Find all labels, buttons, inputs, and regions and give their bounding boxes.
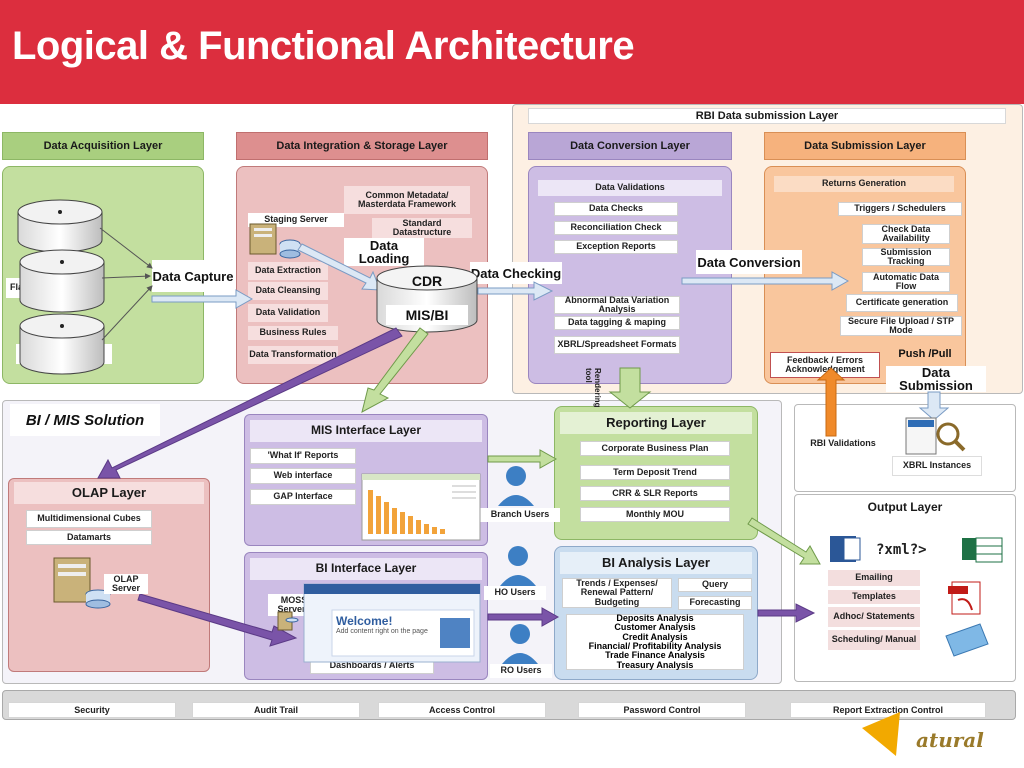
sub-secure-upload: Secure File Upload / STP Mode [840, 316, 962, 336]
mis-interface-header: MIS Interface Layer [250, 420, 482, 442]
analysis-query: Query [678, 578, 752, 592]
mis-item-gap: GAP Interface [250, 489, 356, 505]
data-conversion-label: Data Conversion [696, 250, 802, 274]
conv-data-validations: Data Validations [538, 180, 722, 196]
conv-exception: Exception Reports [554, 240, 678, 254]
submission-header: Data Submission Layer [764, 132, 966, 160]
reporting-item-mou: Monthly MOU [580, 507, 730, 522]
rbi-validations-label: RBI Validations [796, 436, 890, 451]
conv-data-checks: Data Checks [554, 202, 678, 216]
data-cleansing: Data Cleansing [248, 282, 328, 300]
reporting-header: Reporting Layer [560, 412, 752, 434]
sub-check-data: Check Data Availability [862, 224, 950, 244]
sub-certificate: Certificate generation [846, 294, 958, 312]
dashboards-alerts: Dashboards / Alerts [310, 658, 434, 674]
output-item-adhoc: Adhoc/ Statements [828, 607, 920, 627]
common-metadata: Common Metadata/ Masterdata Framework [344, 186, 470, 214]
conv-tagging: Data tagging & maping [554, 316, 680, 330]
mis-item-web: Web interface [250, 468, 356, 484]
cdr-label: CDR [411, 273, 443, 289]
output-item-scheduling: Scheduling/ Manual [828, 630, 920, 650]
acquisition-header: Data Acquisition Layer [2, 132, 204, 160]
reporting-item-crr: CRR & SLR Reports [580, 486, 730, 501]
analysis-item: Customer Analysis [614, 622, 696, 633]
users-ro: RO Users [490, 664, 552, 678]
control-access: Access Control [378, 702, 546, 718]
control-audit-trail: Audit Trail [192, 702, 360, 718]
control-password: Password Control [578, 702, 746, 718]
integration-header: Data Integration & Storage Layer [236, 132, 488, 160]
analysis-forecasting: Forecasting [678, 596, 752, 610]
data-checking-label: Data Checking [470, 262, 562, 284]
conv-xbrl: XBRL/Spreadsheet Formats [554, 336, 680, 354]
analysis-item: Financial/ Profitability Analysis [588, 641, 722, 651]
rendering-tool-label: Rendering tool [584, 368, 602, 408]
title-bar [0, 0, 1024, 104]
data-capture-label: Data Capture [152, 260, 234, 292]
welcome-subtitle: Add content right on the page [336, 628, 428, 635]
sub-returns-generation: Returns Generation [774, 176, 954, 192]
control-report-extraction: Report Extraction Control [790, 702, 986, 718]
page-title: Logical & Functional Architecture [12, 24, 635, 68]
olap-server-label: OLAP Server [104, 574, 148, 594]
users-ho: HO Users [484, 586, 546, 600]
bi-interface-header: BI Interface Layer [250, 558, 482, 580]
mis-bi-label: MIS/BI [386, 305, 468, 325]
data-submission-label: Data Submission [886, 366, 986, 392]
olap-item-datamarts: Datamarts [26, 530, 152, 545]
conversion-header: Data Conversion Layer [528, 132, 732, 160]
analysis-item: Treasury Analysis [616, 659, 694, 670]
xml-label: ?xml?> [876, 542, 927, 558]
xbrl-instances-label: XBRL Instances [892, 456, 982, 476]
staging-server: Staging Server [248, 213, 344, 227]
output-header: Output Layer [867, 500, 943, 515]
reporting-item-cbp: Corporate Business Plan [580, 441, 730, 456]
bi-mis-solution-label: BI / MIS Solution [10, 404, 160, 436]
users-branch: Branch Users [480, 508, 560, 522]
source-flat-files: Flat files/ Excel Files [6, 278, 102, 298]
source-other-banking: Other Banking Applications [16, 344, 112, 364]
control-security: Security [8, 702, 176, 718]
sub-tracking: Submission Tracking [862, 247, 950, 266]
mis-item-whatif: 'What If' Reports [250, 448, 356, 464]
analysis-item: Credit Analysis [622, 631, 688, 642]
push-pull-label: Push /Pull [898, 347, 952, 360]
analysis-item: Trade Finance Analysis [605, 650, 705, 661]
output-panel [794, 494, 1016, 682]
logo-text: atural [916, 728, 984, 752]
analysis-item: Deposits Analysis [616, 612, 694, 623]
business-rules: Business Rules [248, 326, 338, 340]
olap-header: OLAP Layer [14, 482, 204, 504]
welcome-title: Welcome! [336, 614, 393, 628]
output-item-emailing: Emailing [828, 570, 920, 586]
rbi-submission-header: RBI Data submission Layer [528, 108, 1006, 124]
moss-servers-label: MOSS Servers [268, 594, 320, 616]
output-item-templates: Templates [828, 590, 920, 604]
data-transformation: Data Transformation [248, 346, 338, 364]
data-loading-label: Data Loading [344, 238, 424, 266]
conv-reconciliation: Reconciliation Check [554, 221, 678, 235]
conv-abnormal: Abnormal Data Variation Analysis [554, 295, 680, 314]
standard-datastructure: Standard Datastructure [372, 218, 472, 238]
reporting-item-tdt: Term Deposit Trend [580, 465, 730, 480]
source-finacle: Finacle [28, 218, 90, 232]
sub-automatic-flow: Automatic Data Flow [862, 272, 950, 292]
analysis-list: Deposits Analysis Customer Analysis Cred… [566, 612, 744, 670]
olap-item-cubes: Multidimensional Cubes [26, 510, 152, 528]
sub-triggers: Triggers / Schedulers [838, 202, 962, 216]
data-extraction: Data Extraction [248, 262, 328, 280]
feedback-errors: Feedback / Errors Acknowledgement [770, 352, 880, 378]
analysis-trends: Trends / Expenses/ Renewal Pattern/ Budg… [562, 578, 672, 608]
data-validation: Data Validation [248, 304, 328, 322]
analysis-header: BI Analysis Layer [560, 552, 752, 574]
